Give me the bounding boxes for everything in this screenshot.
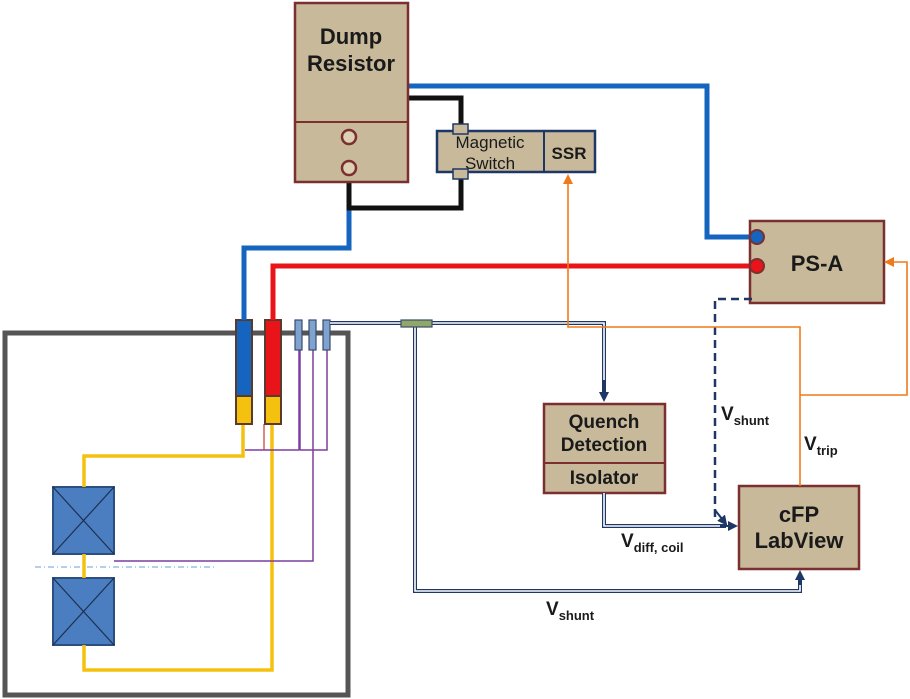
dump-resistor-block: Dump Resistor: [293, 1, 410, 184]
dashed-vshunt-arrowhead: [714, 509, 728, 526]
magnetic-switch-block: Magnetic Switch SSR: [435, 123, 597, 180]
quench-label-line1: Quench: [569, 412, 640, 433]
cfp-label-line2: LabView: [755, 528, 845, 553]
cfp-label-line1: cFP: [779, 502, 819, 527]
psa-terminal-blue: [749, 229, 765, 245]
blue-power-line: [241, 168, 352, 320]
black-switch-loop-lower: [346, 168, 464, 211]
ssr-label: SSR: [552, 144, 587, 163]
dump-resistor-label-line2: Resistor: [307, 51, 395, 76]
orange-trip-to-psa: [800, 257, 908, 396]
orange-trip-to-ssr: [563, 174, 801, 486]
power-supply-label: PS-A: [791, 251, 844, 276]
psa-terminal-red: [749, 258, 765, 274]
current-lead-red: [264, 319, 282, 425]
signal-diff-bus: [330, 321, 606, 396]
isolator-label: Isolator: [570, 468, 639, 489]
dump-terminal-lower: [340, 159, 358, 177]
magnet-coil-upper: [52, 486, 115, 555]
quench-label-line2: Detection: [561, 435, 648, 456]
label-v-diff-coil: Vdiff, coil: [621, 531, 684, 555]
magnet-coil-lower: [52, 577, 115, 646]
shunt-sensor: [400, 319, 433, 328]
voltage-tap-wires: [114, 325, 328, 562]
dump-terminal-upper: [340, 128, 358, 146]
current-lead-blue: [235, 319, 253, 425]
power-supply-block: PS-A: [748, 219, 886, 305]
yellow-lead-upper: [82, 424, 245, 487]
label-v-shunt-lower: Vshunt: [546, 599, 595, 623]
dump-resistor-label-line1: Dump: [320, 24, 382, 49]
yellow-lead-lower: [82, 424, 274, 672]
label-v-shunt-upper: Vshunt: [721, 404, 770, 428]
label-v-trip: Vtrip: [804, 434, 838, 458]
magnetic-switch-label-line1: Magnetic: [456, 133, 525, 152]
cryostat-box: [2, 330, 351, 698]
voltage-tap-connectors: [294, 319, 331, 351]
magnetic-switch-label-line2: Switch: [465, 154, 515, 173]
red-power-line: [270, 263, 756, 320]
cfp-labview-block: cFP LabView: [737, 484, 861, 571]
dashed-vshunt-line: [713, 297, 752, 520]
signal-isolator-to-cfp: [602, 493, 726, 528]
quench-detection-block: Quench Detection Isolator: [542, 402, 667, 495]
